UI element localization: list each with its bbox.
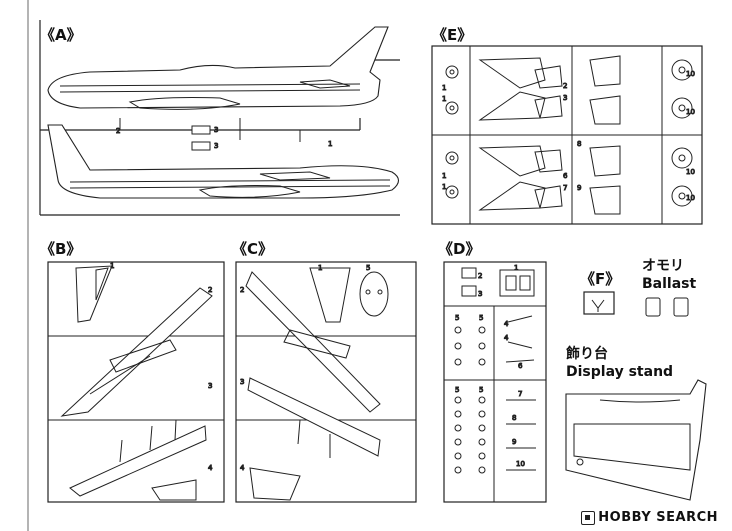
svg-text:5: 5 — [366, 264, 370, 272]
svg-text:1: 1 — [442, 183, 446, 191]
svg-text:5: 5 — [455, 386, 459, 394]
svg-text:6: 6 — [518, 362, 523, 370]
svg-text:4: 4 — [208, 464, 213, 472]
sprue-label-f: 《F》 — [580, 270, 621, 288]
svg-text:3: 3 — [214, 126, 218, 134]
svg-text:2: 2 — [240, 286, 244, 294]
sprue-label-b: 《B》 — [40, 240, 82, 258]
watermark-text: HOBBY SEARCH — [598, 510, 718, 525]
svg-text:1: 1 — [442, 172, 446, 180]
svg-text:5: 5 — [455, 314, 459, 322]
sprue-d: 2 3 1 5 5 5 5 4 4 6 7 8 9 10 — [443, 261, 547, 503]
fuselage-half-2 — [47, 124, 400, 199]
sprue-a: 2 3 3 1 — [39, 20, 400, 216]
sprue-f — [583, 291, 689, 317]
svg-text:1: 1 — [442, 84, 446, 92]
svg-text:7: 7 — [518, 390, 522, 398]
svg-text:2: 2 — [116, 127, 120, 135]
svg-text:10: 10 — [686, 70, 695, 78]
hobbysearch-logo-icon — [581, 510, 596, 525]
svg-text:4: 4 — [504, 334, 509, 342]
svg-text:1: 1 — [110, 262, 114, 270]
display-stand — [565, 379, 707, 501]
svg-text:1: 1 — [318, 264, 322, 272]
sprue-label-d: 《D》 — [438, 240, 481, 258]
sprue-e: 1 1 1 1 2 3 6 7 8 9 10 10 10 10 — [431, 45, 703, 225]
svg-text:3: 3 — [563, 94, 567, 102]
ballast-title-en: Ballast — [642, 276, 697, 292]
sprue-label-e: 《E》 — [432, 26, 473, 44]
svg-text:4: 4 — [504, 320, 509, 328]
svg-text:4: 4 — [240, 464, 245, 472]
svg-text:7: 7 — [563, 184, 567, 192]
sprue-label-a: 《A》 — [40, 26, 82, 44]
sprue-b: 1 2 3 4 — [47, 261, 225, 503]
fuselage-half-1 — [47, 26, 389, 109]
svg-text:8: 8 — [512, 414, 516, 422]
display-stand-title-ja: 飾り台 — [566, 346, 608, 362]
svg-text:2: 2 — [563, 82, 567, 90]
svg-text:9: 9 — [577, 184, 581, 192]
svg-text:2: 2 — [208, 286, 212, 294]
watermark: HOBBY SEARCH — [581, 510, 718, 525]
svg-text:6: 6 — [563, 172, 568, 180]
ballast-title-ja: オモリ — [642, 258, 684, 274]
svg-text:5: 5 — [479, 314, 483, 322]
svg-text:1: 1 — [514, 264, 518, 272]
svg-text:1: 1 — [328, 140, 332, 148]
svg-text:2: 2 — [478, 272, 482, 280]
svg-text:10: 10 — [686, 194, 695, 202]
svg-text:10: 10 — [516, 460, 525, 468]
svg-text:9: 9 — [512, 438, 516, 446]
svg-text:3: 3 — [240, 378, 244, 386]
svg-text:8: 8 — [577, 140, 581, 148]
sprue-label-c: 《C》 — [232, 240, 274, 258]
svg-text:3: 3 — [208, 382, 212, 390]
svg-text:3: 3 — [478, 290, 482, 298]
svg-text:10: 10 — [686, 168, 695, 176]
svg-text:1: 1 — [442, 95, 446, 103]
svg-text:3: 3 — [214, 142, 218, 150]
sprue-c: 1 5 2 3 4 — [235, 261, 417, 503]
svg-text:10: 10 — [686, 108, 695, 116]
svg-text:5: 5 — [479, 386, 483, 394]
display-stand-title-en: Display stand — [566, 364, 674, 380]
